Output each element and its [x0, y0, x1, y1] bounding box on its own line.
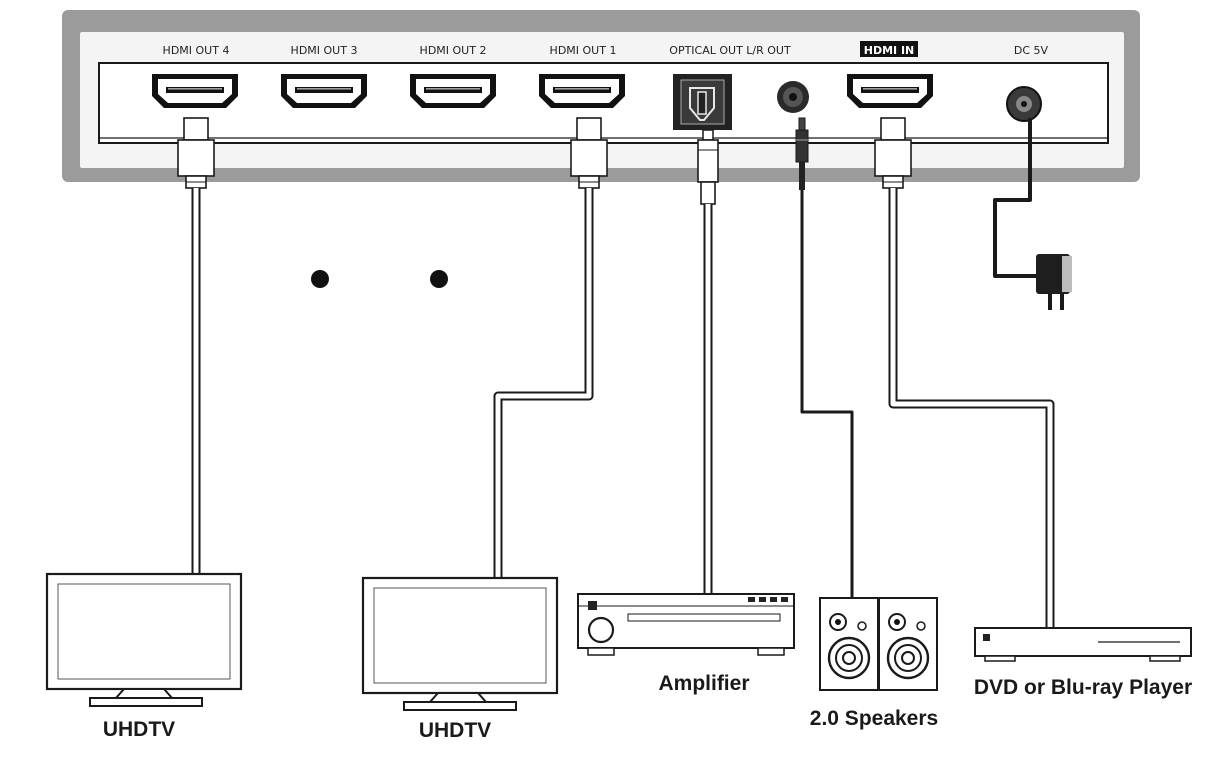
indicator-dot — [430, 270, 448, 288]
dc-jack-icon — [1007, 87, 1041, 121]
audio-jack-icon — [777, 81, 809, 113]
label-tv-left: UHDTV — [103, 718, 175, 741]
tv-icon — [47, 574, 241, 706]
amplifier-icon — [578, 594, 794, 655]
optical-plug — [698, 130, 718, 204]
label-hdmi-out-2: HDMI OUT 2 — [420, 44, 487, 57]
label-dc-in: DC 5V — [1014, 44, 1049, 57]
power-adapter-icon — [1036, 254, 1072, 310]
tv-icon — [363, 578, 557, 710]
label-optical-out: OPTICAL OUT L/R OUT — [669, 44, 791, 57]
audio-cable — [802, 190, 852, 598]
hdmi-port-icon — [281, 74, 367, 108]
label-amplifier: Amplifier — [658, 672, 749, 695]
label-speakers: 2.0 Speakers — [810, 707, 938, 730]
optical-port-icon — [673, 74, 732, 130]
speaker-icon — [820, 598, 878, 690]
hdmi-port-icon — [847, 74, 933, 108]
label-hdmi-out-3: HDMI OUT 3 — [291, 44, 358, 57]
hdmi-port-icon — [539, 74, 625, 108]
label-hdmi-out-1: HDMI OUT 1 — [550, 44, 617, 57]
hdmi-cable-in — [893, 188, 1050, 628]
label-tv-right: UHDTV — [419, 719, 491, 742]
label-hdmi-in: HDMI IN — [864, 44, 915, 57]
indicator-dot — [311, 270, 329, 288]
speaker-icon — [879, 598, 937, 690]
hdmi-cable-out-1 — [498, 188, 589, 578]
hdmi-port-icon — [152, 74, 238, 108]
player-icon — [975, 628, 1191, 661]
hdmi-port-icon — [410, 74, 496, 108]
label-hdmi-out-4: HDMI OUT 4 — [163, 44, 230, 57]
label-player: DVD or Blu-ray Player — [974, 676, 1192, 699]
